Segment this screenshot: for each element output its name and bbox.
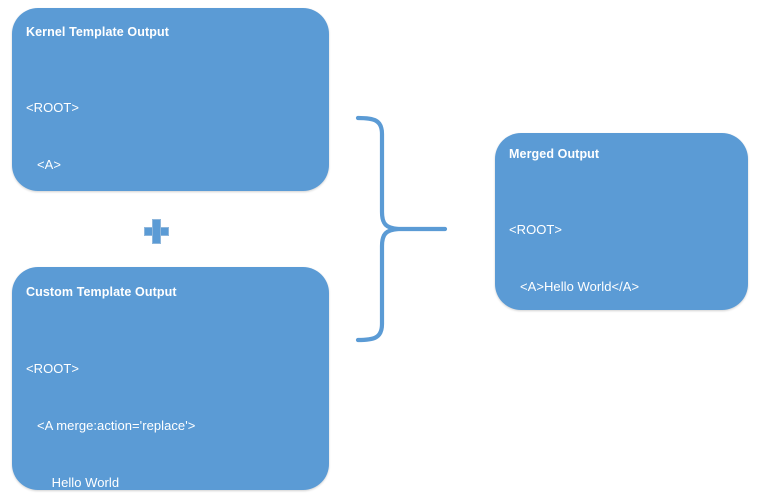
code-line: <ROOT> bbox=[509, 222, 563, 237]
panel-custom-code: <ROOT> <A merge:action='replace'> Hello … bbox=[26, 321, 197, 490]
plus-center-fill bbox=[153, 228, 160, 235]
code-line: <A>Hello World</A> bbox=[509, 279, 640, 294]
plus-operator-icon bbox=[144, 219, 169, 244]
panel-kernel-code: <ROOT> <A> <B>Hello</B> <B>World</B> </A… bbox=[26, 60, 134, 191]
panel-merged-title: Merged Output bbox=[509, 147, 600, 161]
code-line: <A merge:action='replace'> bbox=[26, 418, 196, 433]
code-line: <ROOT> bbox=[26, 361, 80, 376]
code-line: Hello World bbox=[26, 475, 120, 490]
right-curly-brace-connector bbox=[352, 110, 452, 355]
panel-custom-title: Custom Template Output bbox=[26, 285, 177, 299]
panel-kernel-title: Kernel Template Output bbox=[26, 25, 169, 39]
brace-icon bbox=[355, 115, 448, 343]
panel-merged-code: <ROOT> <A>Hello World</A> <D>Welcome to … bbox=[509, 182, 695, 310]
code-line: <A> bbox=[26, 157, 61, 172]
panel-kernel-template-output: Kernel Template Output <ROOT> <A> <B>Hel… bbox=[12, 8, 329, 191]
brace-stroke bbox=[355, 115, 401, 343]
panel-custom-template-output: Custom Template Output <ROOT> <A merge:a… bbox=[12, 267, 329, 490]
code-line: <ROOT> bbox=[26, 100, 80, 115]
panel-merged-output: Merged Output <ROOT> <A>Hello World</A> … bbox=[495, 133, 748, 310]
